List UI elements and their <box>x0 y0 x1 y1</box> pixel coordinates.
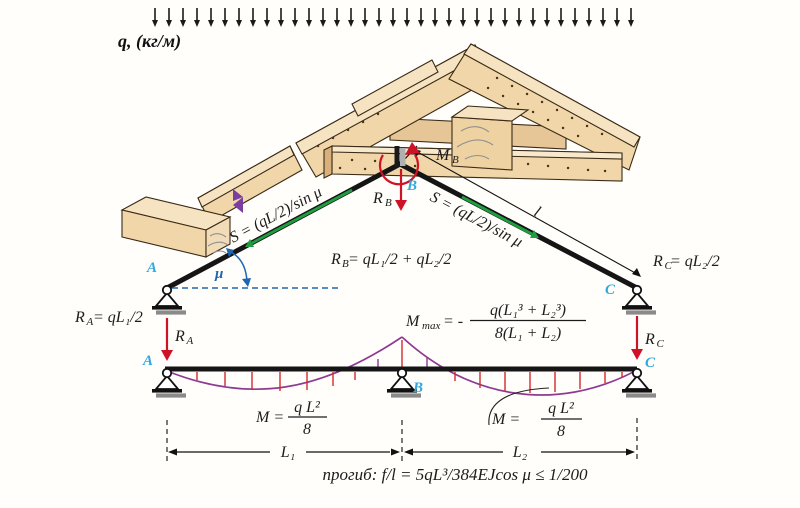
reaction-c-arrow-label-sub: C <box>657 338 665 350</box>
member-force-right-arrow <box>461 195 533 236</box>
reaction-c-formula-sub: C <box>665 260 673 272</box>
reaction-b-formula-rest: = qL₁/2 + qL₂/2 <box>348 251 451 268</box>
wood-nail-dots <box>316 76 607 173</box>
moment-curve-left-span <box>166 336 403 391</box>
moment-hatch-lines <box>196 340 623 393</box>
span-moment-left-numerator: q L² <box>294 399 321 416</box>
span-moment-left-denominator: 8 <box>303 421 311 438</box>
reaction-b-arrowhead <box>395 200 407 211</box>
moment-arc-arrowhead <box>405 142 420 155</box>
member-force-left-arrow <box>251 188 353 245</box>
max-moment-equals: = - <box>443 313 463 330</box>
deflection-formula: прогиб: f/l = 5qL³/384EJcos μ ≤ 1/200 <box>323 465 588 484</box>
reaction-c-formula-rest: = qL₂/2 <box>670 253 720 270</box>
max-moment-label: M <box>405 313 421 330</box>
wood-short-beam-grain <box>207 233 229 254</box>
moment-hatch-ticks-purple <box>377 358 428 367</box>
member-force-left-arrowhead <box>245 239 254 247</box>
reaction-b-label-sub: B <box>385 197 392 209</box>
max-moment-numerator: q(L₁³ + L₂³) <box>490 302 566 319</box>
moment-curve-right-span <box>401 336 638 396</box>
span-moment-right-denominator: 8 <box>557 423 565 440</box>
span-moment-right-numerator: q L² <box>548 400 575 417</box>
reaction-b-label: R <box>372 190 383 207</box>
moment-b-label: M <box>435 147 451 164</box>
dim-l2-arrow-right <box>626 448 635 456</box>
roof-node-a-label: A <box>146 260 157 276</box>
moment-arc <box>378 154 420 186</box>
dim-l1-label: L₁ <box>280 444 295 461</box>
node-b-label: B <box>406 178 417 194</box>
span-moment-left-prefix: M = <box>255 409 284 426</box>
wood-center-block-front <box>451 116 513 171</box>
roof-support-a <box>151 284 187 316</box>
twist-marker-icon <box>233 189 243 213</box>
wood-center-block-top <box>450 105 530 122</box>
wood-detached-board-top-face <box>197 145 295 208</box>
beam-node-a-label: A <box>142 353 153 369</box>
reaction-b-formula: R <box>330 251 341 268</box>
length-dimension-line <box>413 149 640 276</box>
reaction-c-arrowhead <box>631 349 643 360</box>
angle-arc-arrowhead-bottom <box>242 278 251 287</box>
dimension-extension-lines <box>166 418 638 462</box>
max-moment-denominator: 8(L₁ + L₂) <box>495 325 561 342</box>
distributed-load-arrows <box>152 8 634 27</box>
reaction-c-arrow-label: R <box>644 331 655 348</box>
reaction-a-arrow-label: R <box>174 328 185 345</box>
max-moment-label-sub: max <box>422 320 440 332</box>
span-moment-right-prefix: M = <box>491 411 520 428</box>
dim-l1-arrow-right <box>391 448 400 456</box>
length-dim-arrow-bottom <box>632 268 641 277</box>
dim-l1-arrow-left <box>168 448 177 456</box>
wood-short-beam-end <box>205 216 231 258</box>
wood-right-rafter-top-face <box>463 43 641 148</box>
angle-label: μ <box>214 266 223 282</box>
reaction-c-formula: R <box>652 253 663 270</box>
dim-l2-label: L₂ <box>512 444 528 461</box>
moment-b-label-sub: B <box>452 154 459 166</box>
moment-right-leader-line <box>488 387 550 426</box>
beam-support-a <box>151 367 187 399</box>
beam-node-b-label: B <box>412 380 423 396</box>
dim-l2-arrow-left <box>404 448 413 456</box>
wood-ridge-board <box>351 59 439 117</box>
reaction-a-formula-sub: A <box>86 316 94 328</box>
beam-node-c-label: C <box>645 355 656 371</box>
beam-schematic: A B C M max = - q(L₁³ + L₂³) 8(L₁ + L₂) … <box>142 302 657 484</box>
ridge-plate-gray <box>400 148 406 166</box>
load-arrow-shafts <box>154 8 632 21</box>
load-arrow-heads <box>152 20 634 27</box>
beam-support-c <box>621 367 657 399</box>
angle-arc-arrowhead-top <box>226 248 234 257</box>
member-force-right-arrowhead <box>530 230 539 238</box>
roof-wood-structure <box>120 43 641 258</box>
load-label: q, (кг/м) <box>118 31 181 52</box>
reaction-b-formula-sub: B <box>342 258 349 270</box>
roof-node-c-label: C <box>605 282 616 298</box>
wood-main-collar-end-face <box>323 145 333 179</box>
roof-support-c <box>621 284 657 316</box>
reaction-a-arrowhead <box>161 350 173 361</box>
ridge-plate-dark <box>394 146 400 167</box>
wood-center-block-grain <box>456 126 494 160</box>
reaction-a-formula-rest: = qL₁/2 <box>93 309 143 326</box>
reaction-a-arrow-label-sub: A <box>186 335 194 347</box>
reaction-a-formula: R <box>74 309 85 326</box>
